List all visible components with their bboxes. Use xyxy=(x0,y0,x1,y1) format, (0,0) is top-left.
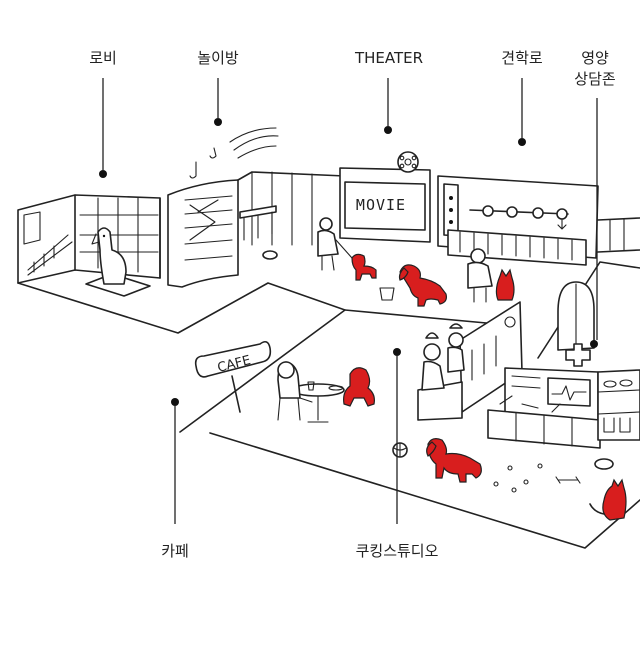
label-cafe: 카페 xyxy=(161,542,189,560)
cafe-area: CAFE xyxy=(194,340,345,423)
theater-area: MOVIE xyxy=(339,151,431,243)
medical-cross-icon xyxy=(565,343,591,367)
person-walking-dog xyxy=(317,217,353,271)
lobby-dog-statue xyxy=(85,227,151,297)
paw-prints-icon xyxy=(493,463,543,493)
lobby-area xyxy=(17,194,161,284)
label-tour: 견학로 xyxy=(501,49,543,67)
film-reel-icon xyxy=(397,151,419,173)
red-dog-small xyxy=(351,253,377,281)
bone-icon xyxy=(555,476,581,484)
red-cat-sitting xyxy=(495,268,515,301)
floor-props xyxy=(379,287,614,493)
red-cat-right xyxy=(589,478,627,521)
red-dog-running xyxy=(426,438,482,483)
label-nutrition-line1: 영양 xyxy=(581,49,609,67)
label-playroom: 놀이방 xyxy=(197,49,239,67)
movie-sign-text: MOVIE xyxy=(356,196,406,214)
music-notes xyxy=(189,127,279,179)
label-leaders xyxy=(99,78,598,524)
label-nutrition-line2: 상담존 xyxy=(574,70,616,88)
label-lobby: 로비 xyxy=(89,49,117,67)
tour-area xyxy=(437,175,640,266)
person-standing xyxy=(467,248,493,303)
red-dog-large xyxy=(398,264,447,307)
nutrition-area xyxy=(487,281,640,449)
cooking-area xyxy=(417,301,523,421)
playroom-area xyxy=(167,171,346,288)
label-cooking-studio: 쿠킹스튜디오 xyxy=(356,542,439,560)
red-dog-cafe xyxy=(343,367,375,407)
bowl-icon xyxy=(594,458,614,470)
popcorn-icon xyxy=(379,287,395,301)
chef-person xyxy=(423,343,441,361)
label-theater: THEATER xyxy=(354,49,423,67)
